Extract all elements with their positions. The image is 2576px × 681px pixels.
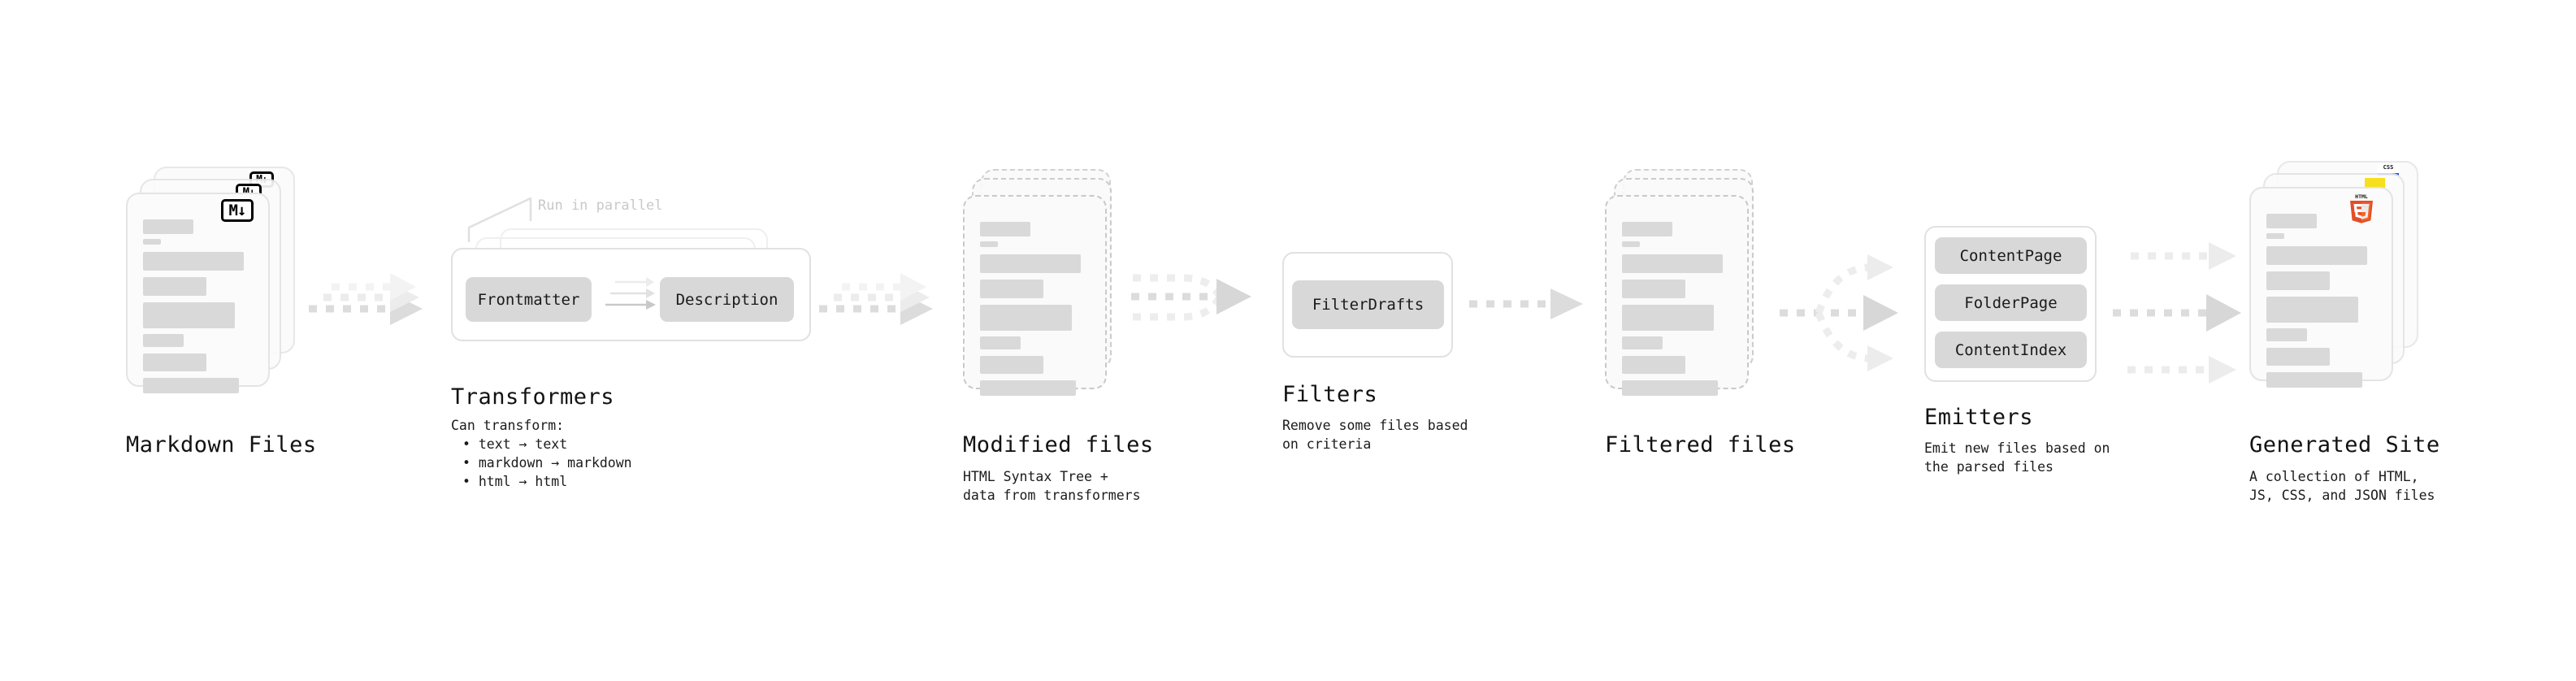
skeleton-bar (2266, 372, 2362, 388)
stage-title-filters: Filters (1282, 382, 1378, 407)
skeleton-bar (2266, 297, 2358, 323)
filtered-files-stack (1605, 169, 1780, 421)
stage-title-markdown-files: Markdown Files (126, 432, 317, 458)
skeleton-bar (980, 336, 1021, 349)
skeleton-bar (2266, 271, 2330, 290)
skeleton-bar (1622, 356, 1685, 374)
transformer-pill-frontmatter[interactable]: Frontmatter (466, 277, 592, 322)
html5-icon: HTML (2350, 193, 2373, 223)
skeleton-bar (143, 334, 184, 347)
transformer-inner-arrows (605, 277, 656, 310)
skeleton-bar (2266, 348, 2330, 366)
svg-text:HTML: HTML (2355, 193, 2368, 200)
connector-modified-to-filters (1131, 274, 1251, 321)
site-card-front (2249, 187, 2393, 388)
skeleton-bar (980, 241, 998, 247)
modified-card-front (963, 195, 1107, 396)
skeleton-bar (1622, 380, 1718, 396)
stage-title-generated-site: Generated Site (2249, 432, 2440, 458)
generated-site-stack: CSS HTML (2249, 161, 2428, 417)
stage-title-filtered-files: Filtered files (1605, 432, 1796, 458)
skeleton-bar (2266, 328, 2307, 341)
markdown-icon: M↓ (221, 199, 254, 222)
stage-subtitle-emitters: Emit new files based on the parsed files (1924, 440, 2110, 475)
filter-pill-filterdrafts[interactable]: FilterDrafts (1292, 280, 1444, 329)
skeleton-bar (980, 356, 1043, 374)
skeleton-bar (1622, 305, 1714, 331)
skeleton-bar (980, 305, 1072, 331)
stage-title-transformers: Transformers (451, 384, 615, 410)
transformer-pill-description[interactable]: Description (660, 277, 794, 322)
skeleton-bar (980, 280, 1043, 298)
run-in-parallel-label: Run in parallel (538, 197, 663, 214)
transformers-bullets: Can transform: • text → text • markdown … (451, 416, 632, 491)
skeleton-bar (143, 354, 206, 371)
skeleton-bar (1622, 222, 1672, 236)
skeleton-bar (980, 380, 1076, 396)
css-icon-label: CSS (2383, 164, 2394, 171)
skeleton-bar (1622, 254, 1723, 273)
stage-subtitle-filters: Remove some files based on criteria (1282, 418, 1468, 452)
skeleton-bar (1622, 280, 1685, 298)
filtered-card-front (1605, 195, 1749, 396)
skeleton-bar (980, 222, 1030, 236)
skeleton-bar (143, 277, 206, 296)
skeleton-bar (980, 254, 1081, 273)
skeleton-bar (143, 219, 193, 234)
stage-title-emitters: Emitters (1924, 405, 2034, 430)
connector-md-to-transformers (309, 273, 423, 325)
transformers-bullet-1: • markdown → markdown (462, 455, 632, 471)
transformers-bullets-head: Can transform: (451, 418, 565, 433)
skeleton-bar (1622, 241, 1640, 247)
connector-filtered-to-emitters (1780, 254, 1898, 371)
run-in-parallel-brace (467, 197, 532, 242)
emitter-pill-contentindex[interactable]: ContentIndex (1935, 332, 2087, 368)
markdown-files-stack: M↓ M↓ M↓ (126, 167, 301, 414)
skeleton-bar (2266, 233, 2284, 239)
connector-transformers-to-modified (819, 273, 933, 325)
connector-emitters-to-site (2113, 242, 2241, 384)
stage-title-modified-files: Modified files (963, 432, 1154, 458)
skeleton-bar (143, 302, 235, 328)
emitter-pill-contentpage[interactable]: ContentPage (1935, 237, 2087, 274)
skeleton-bar (2266, 246, 2367, 265)
stage-subtitle-modified-files: HTML Syntax Tree + data from transformer… (963, 469, 1141, 503)
connector-filters-to-filtered (1469, 288, 1583, 319)
skeleton-bar (143, 252, 244, 271)
skeleton-bar (143, 239, 161, 245)
skeleton-bar (2266, 214, 2317, 228)
transformers-bullet-0: • text → text (462, 436, 568, 452)
markdown-card-front (126, 193, 270, 393)
stage-subtitle-generated-site: A collection of HTML, JS, CSS, and JSON … (2249, 469, 2435, 503)
transformers-bullet-2: • html → html (462, 474, 568, 489)
modified-files-stack (963, 169, 1138, 421)
skeleton-bar (1622, 336, 1663, 349)
skeleton-bar (143, 378, 239, 393)
emitter-pill-folderpage[interactable]: FolderPage (1935, 284, 2087, 321)
